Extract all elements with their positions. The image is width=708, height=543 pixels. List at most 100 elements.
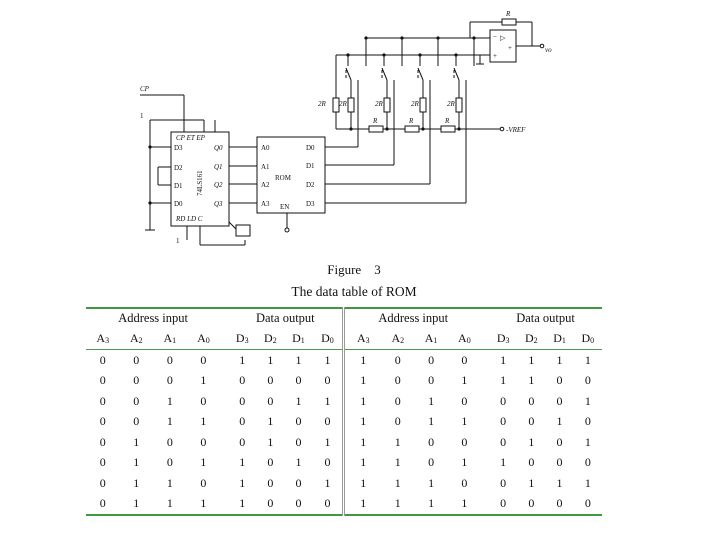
- rom-out-1: D1: [306, 162, 315, 170]
- table-cell: 1: [394, 475, 401, 490]
- table-cell: 1: [461, 496, 468, 511]
- counter-in-1: D2: [174, 164, 183, 172]
- rom-out-3: D3: [306, 200, 315, 208]
- counter-bottom-pins: RD LD C: [175, 215, 203, 223]
- table-cell: 0: [428, 352, 435, 367]
- counter-out-3: Q3: [214, 200, 223, 208]
- feedback-r-label: R: [505, 10, 511, 18]
- group-data-right: Data output: [516, 311, 575, 325]
- ladder-r-1: R: [372, 117, 378, 125]
- rom-name: ROM: [275, 174, 292, 182]
- table-cell: 0: [461, 352, 468, 367]
- table-cell: 0: [166, 373, 173, 388]
- table-cell: 0: [99, 393, 106, 408]
- cp-input-label: CP: [140, 85, 150, 93]
- ladder-r-3: R: [444, 117, 450, 125]
- vo-label: vo: [545, 46, 552, 54]
- table-cell: 1: [528, 475, 535, 490]
- table-cell: 0: [239, 414, 246, 429]
- column-header-d1: D1: [284, 328, 313, 350]
- table-cell: 1: [394, 434, 401, 449]
- table-cell: 1: [428, 393, 435, 408]
- counter-out-0: Q0: [214, 144, 223, 152]
- table-cell: 0: [528, 414, 535, 429]
- column-header-a0: A0: [186, 328, 221, 350]
- column-header-a1: A1: [414, 328, 448, 350]
- table-cell: 0: [528, 496, 535, 511]
- rom-out-2: D2: [306, 181, 315, 189]
- table-cell: 1: [461, 414, 468, 429]
- ladder-2r-2: 2R: [339, 100, 348, 108]
- table-cell: 0: [584, 373, 591, 388]
- rom-data-table: Address input Data output Address input …: [86, 307, 602, 516]
- column-header-a2: A2: [119, 328, 154, 350]
- counter-in-3: D0: [174, 200, 183, 208]
- circuit-diagram: CP 1 CP ET EP D3 D2 D1 D0 Q0 Q1 Q2 Q3 74…: [140, 10, 552, 246]
- table-cell: 1: [394, 455, 401, 470]
- column-header-d0: D0: [573, 328, 602, 350]
- table-cell: 1: [324, 352, 331, 367]
- table-cell: 1: [461, 373, 468, 388]
- table-cell: 0: [528, 455, 535, 470]
- table-cell: 1: [342, 473, 382, 494]
- column-header-d3: D3: [489, 328, 518, 350]
- table-cell: 0: [500, 393, 507, 408]
- table-cell: 0: [500, 434, 507, 449]
- opamp-plus-in: +: [493, 52, 497, 60]
- table-cell: 0: [500, 414, 507, 429]
- table-cell: 1: [239, 475, 246, 490]
- table-cell: 0: [394, 393, 401, 408]
- table-cell: 0: [584, 496, 591, 511]
- table-cell: 0: [99, 475, 106, 490]
- table-cell: 1: [584, 434, 591, 449]
- table-cell: 1: [133, 496, 140, 511]
- table-cell: 0: [461, 475, 468, 490]
- table-cell: 1: [428, 475, 435, 490]
- table-cell: 1: [342, 432, 382, 453]
- table-cell: 1: [324, 434, 331, 449]
- table-cell: 0: [200, 393, 207, 408]
- table-cell: 0: [324, 455, 331, 470]
- table-cell: 0: [556, 496, 563, 511]
- rom-in-3: A3: [261, 200, 270, 208]
- table-cell: 1: [342, 452, 382, 473]
- counter-top-pins: CP ET EP: [176, 134, 206, 142]
- table-cell: 1: [324, 475, 331, 490]
- table-cell: 1: [342, 370, 382, 391]
- table-cell: 1: [500, 352, 507, 367]
- table-cell: 0: [99, 434, 106, 449]
- table-cell: 1: [166, 393, 173, 408]
- opamp-triangle-icon: ▷: [500, 34, 506, 42]
- table-cell: 0: [166, 434, 173, 449]
- table-cell: 0: [133, 414, 140, 429]
- table-cell: 0: [295, 475, 302, 490]
- table-cell: 1: [267, 414, 274, 429]
- figure-caption: Figure 3: [327, 262, 381, 277]
- table-cell: 1: [584, 475, 591, 490]
- column-header-a1: A1: [153, 328, 187, 350]
- table-cell: 0: [267, 455, 274, 470]
- table-cell: 1: [200, 496, 207, 511]
- table-cell: 0: [324, 496, 331, 511]
- column-header-a3: A3: [86, 328, 120, 350]
- rom-in-0: A0: [261, 144, 270, 152]
- table-cell: 1: [239, 455, 246, 470]
- table-group-header: Address input Data output Address input …: [86, 308, 602, 328]
- table-cell: 0: [99, 455, 106, 470]
- rom-in-1: A1: [261, 163, 270, 171]
- table-cell: 0: [295, 434, 302, 449]
- table-cell: 1: [394, 496, 401, 511]
- table-cell: 0: [267, 373, 274, 388]
- group-address-left: Address input: [118, 311, 188, 325]
- table-cell: 0: [200, 475, 207, 490]
- column-header-a3: A3: [342, 328, 382, 350]
- table-cell: 1: [239, 352, 246, 367]
- table-cell: 0: [324, 414, 331, 429]
- table-cell: 1: [295, 393, 302, 408]
- table-cell: 0: [556, 434, 563, 449]
